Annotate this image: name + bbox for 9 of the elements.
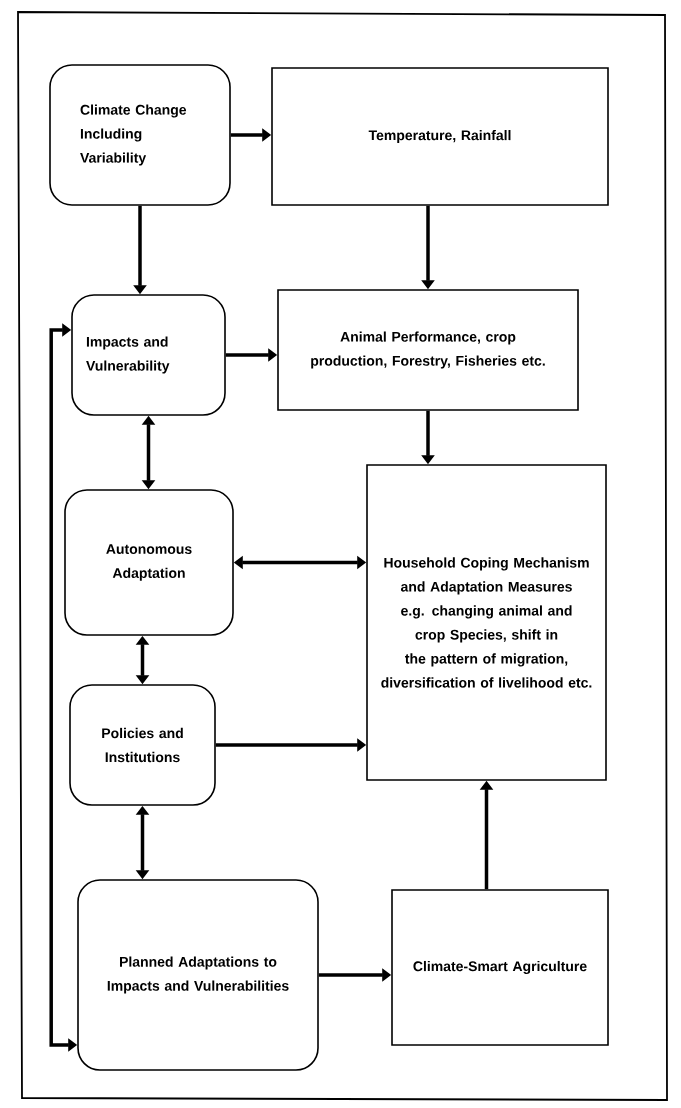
- rounded-box: Impacts and Vulnerability: [71, 294, 226, 416]
- process-box: Climate-Smart Agriculture: [391, 889, 609, 1046]
- rounded-box: Climate Change Including Variability: [49, 64, 231, 206]
- rounded-box: Planned Adaptations to Impacts and Vulnerabilities: [77, 879, 319, 1071]
- process-box: Temperature, Rainfall: [271, 67, 609, 206]
- rounded-box: Autonomous Adaptation: [64, 489, 234, 636]
- process-box: Household Coping Mechanism and Adaptation Measures e.g. changing animal and crop Species, shift in the pattern of migration, diversification of livelihood etc.: [366, 464, 607, 781]
- rounded-box: Policies and Institutions: [69, 684, 216, 806]
- process-box: Animal Performance, crop production, Forestry, Fisheries etc.: [277, 289, 579, 411]
